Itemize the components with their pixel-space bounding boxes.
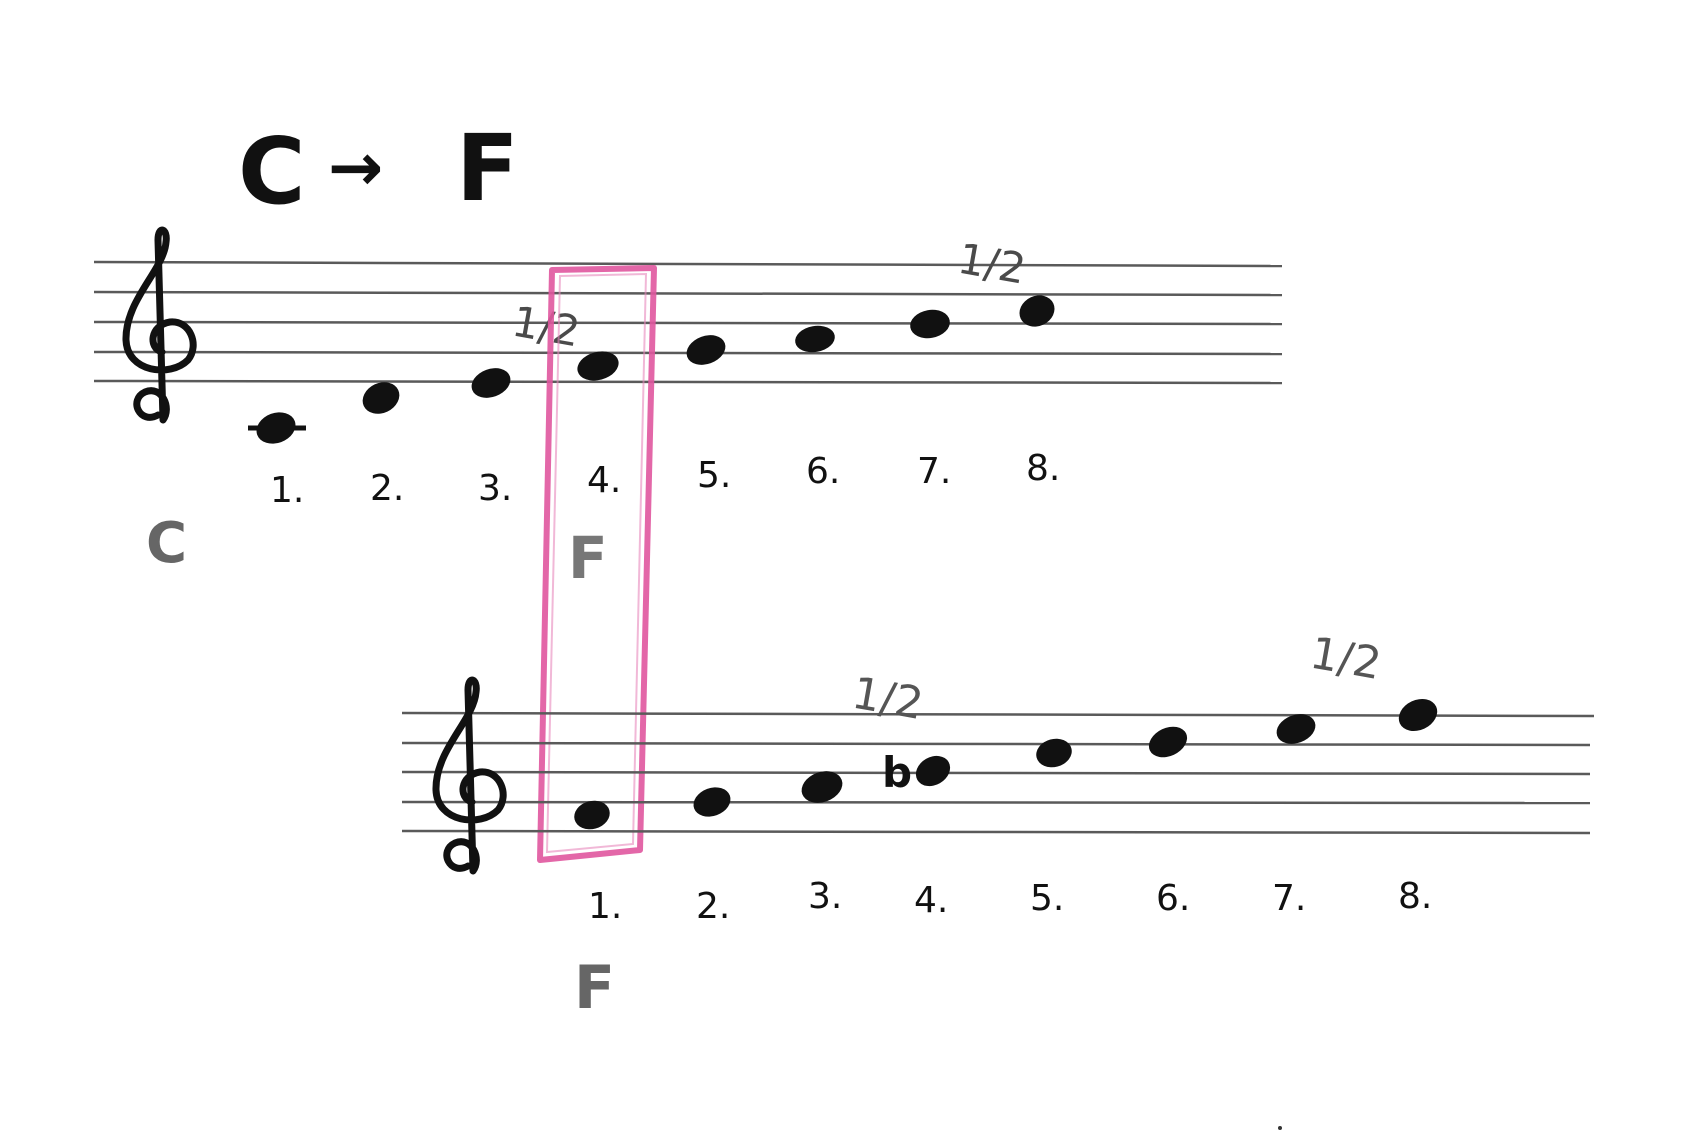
staff-line — [93, 290, 1283, 297]
note-head — [574, 800, 610, 830]
degree-label: 6. — [1156, 878, 1190, 919]
staff-bottom: b 1/2 1/2 1. 2. 3. 4. 5. 6. 7. 8. F — [401, 628, 1595, 1023]
note-head — [471, 368, 511, 398]
title-from-key: C — [238, 118, 306, 225]
staff-bottom-degrees: 1. 2. 3. 4. 5. 6. 7. 8. — [588, 876, 1432, 927]
stray-dot — [1278, 1126, 1282, 1130]
title-arrow: → — [328, 129, 383, 206]
note-head — [256, 412, 296, 444]
staff-top-key-label: C — [146, 511, 187, 576]
title-to-key: F — [456, 115, 519, 222]
degree-label: 5. — [697, 455, 731, 496]
note-head — [795, 325, 835, 353]
degree-label: 2. — [370, 468, 404, 509]
staff-line — [93, 379, 1283, 385]
note-head — [1398, 698, 1438, 732]
degree-label: 3. — [808, 876, 842, 917]
staff-top: 1/2 1/2 1. 2. 3. 4. 5. 6. 7. 8. C — [93, 226, 1283, 576]
highlight-box: F — [537, 265, 657, 863]
note-head — [801, 771, 843, 803]
note-head — [1148, 726, 1188, 758]
staff-line — [401, 770, 1591, 776]
highlight-rectangle-inner — [545, 272, 648, 854]
staff-line — [401, 829, 1591, 835]
staff-line — [401, 741, 1591, 747]
highlight-rectangle — [537, 265, 657, 863]
degree-label: 7. — [917, 451, 951, 492]
note-head — [362, 382, 400, 414]
note-head — [577, 351, 619, 381]
staff-top-lines — [93, 260, 1283, 385]
note-head — [693, 787, 731, 817]
title: C → F — [238, 115, 519, 225]
degree-label: 1. — [270, 470, 304, 511]
highlight-label: F — [568, 524, 608, 592]
degree-label: 8. — [1398, 876, 1432, 917]
degree-label: 2. — [696, 886, 730, 927]
half-step-mark: 1/2 — [509, 297, 584, 357]
staff-line — [93, 320, 1283, 326]
degree-label: 4. — [587, 460, 621, 501]
staff-top-degrees: 1. 2. 3. 4. 5. 6. 7. 8. — [270, 448, 1060, 511]
degree-label: 3. — [478, 468, 512, 509]
staff-line — [401, 711, 1595, 718]
note-head — [686, 335, 726, 365]
staff-top-notes — [256, 295, 1055, 444]
staff-bottom-notes — [574, 698, 1438, 830]
note-head — [1276, 714, 1316, 744]
note-head — [1019, 295, 1055, 327]
staff-line — [93, 260, 1283, 268]
degree-label: 6. — [806, 451, 840, 492]
degree-label: 8. — [1026, 448, 1060, 489]
staff-line — [401, 800, 1591, 805]
flat-accidental: b — [882, 748, 912, 797]
treble-clef-icon — [122, 226, 197, 424]
degree-label: 1. — [588, 886, 622, 927]
note-head — [910, 309, 950, 339]
degree-label: 5. — [1030, 878, 1064, 919]
treble-clef-icon — [432, 676, 507, 875]
half-step-mark: 1/2 — [848, 668, 927, 731]
note-head — [915, 755, 951, 787]
degree-label: 4. — [914, 880, 948, 921]
staff-bottom-lines — [401, 711, 1595, 835]
degree-label: 7. — [1272, 878, 1306, 919]
half-step-mark: 1/2 — [1306, 628, 1385, 691]
staff-bottom-key-label: F — [574, 953, 615, 1023]
half-step-mark: 1/2 — [954, 234, 1029, 294]
note-head — [1036, 738, 1072, 768]
